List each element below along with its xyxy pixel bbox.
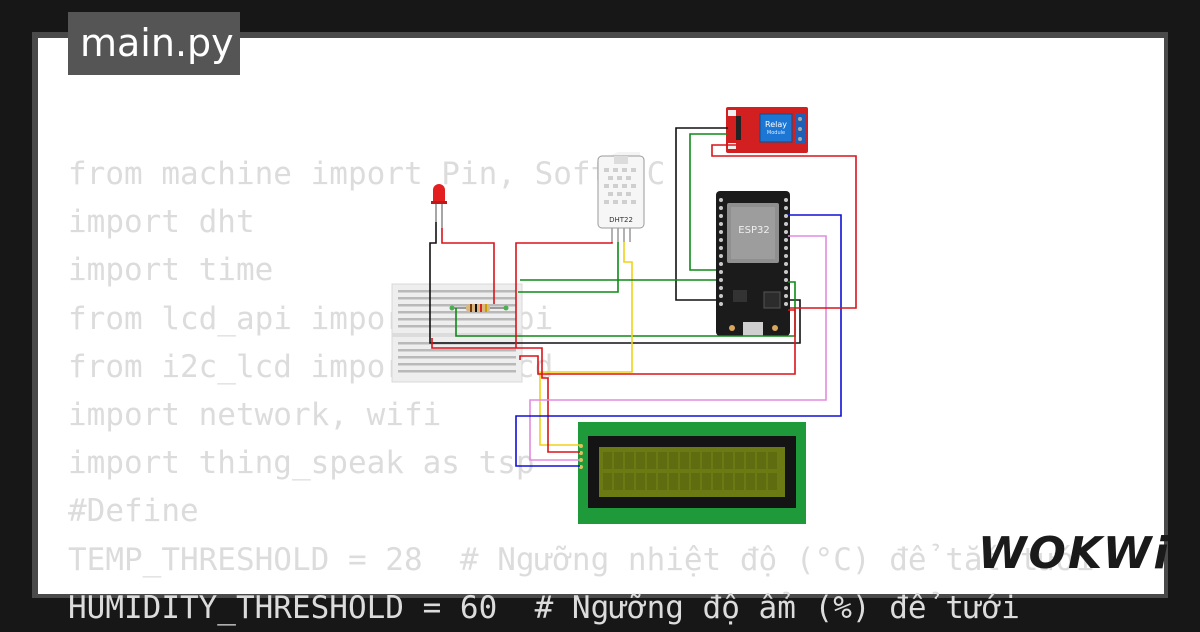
relay-subtitle: Module (767, 130, 785, 136)
dht22-sensor: DHT22 (597, 152, 645, 242)
code-line: import thing_speak as tsp (68, 445, 535, 482)
code-line: #Define (68, 493, 199, 530)
esp32-board: ESP32 (716, 191, 790, 336)
esp32-label: ESP32 (738, 225, 769, 236)
led-component (431, 184, 447, 228)
code-line: HUMIDITY_THRESHOLD = 60 # Ngưỡng độ ẩm (… (68, 589, 1020, 626)
breadboard (391, 283, 523, 383)
resistor-component (449, 304, 509, 312)
wokwi-logo: WOKWi (978, 528, 1171, 579)
lcd-display (578, 422, 806, 524)
code-line: TEMP_THRESHOLD = 28 # Ngưỡng nhiệt độ (°… (68, 541, 1095, 578)
code-line: import time (68, 252, 274, 289)
code-line: import dht (68, 204, 255, 241)
relay-title: Relay (765, 120, 787, 129)
file-tab[interactable]: main.py (68, 12, 240, 75)
code-line: import network, wifi (68, 396, 442, 433)
dht22-label: DHT22 (609, 216, 633, 224)
relay-module: Relay Module (726, 107, 808, 153)
wires (429, 127, 857, 467)
